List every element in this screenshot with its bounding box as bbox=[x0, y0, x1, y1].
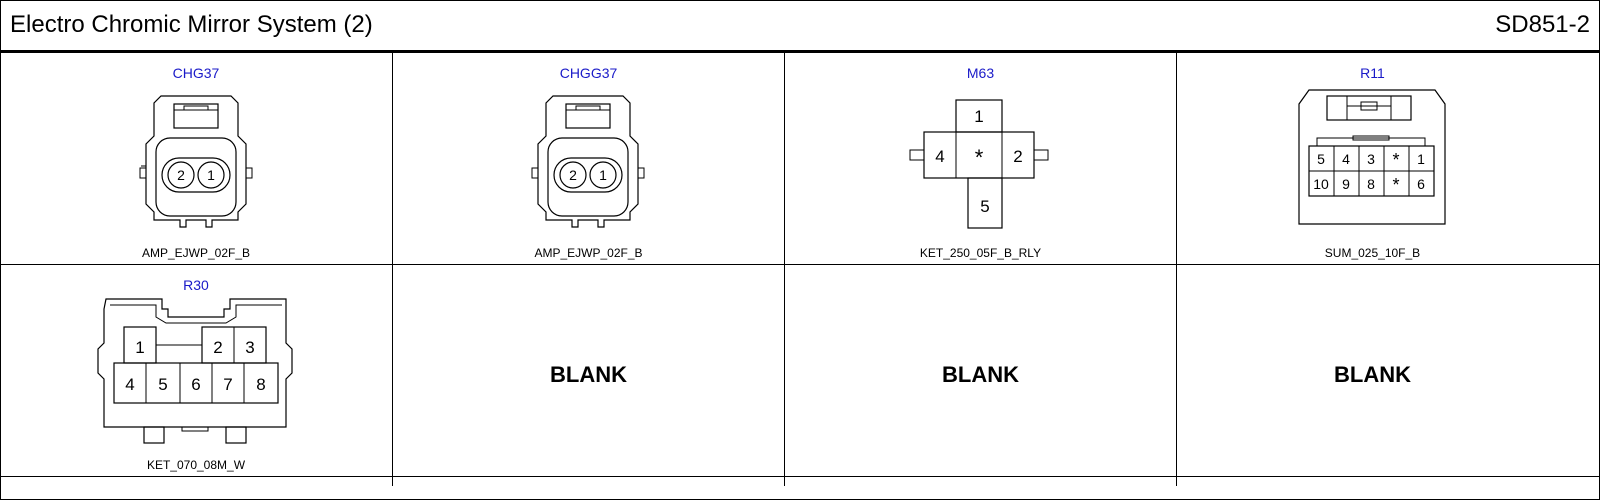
grid-divider-vertical-2 bbox=[784, 53, 785, 486]
connector-label: CHG37 bbox=[172, 65, 220, 81]
pin-label: 1 bbox=[974, 107, 983, 126]
pin-grid: 5 4 3 * 1 10 9 8 * 6 bbox=[1308, 145, 1435, 197]
pin-label: 6 bbox=[1417, 176, 1425, 192]
pin-label: * bbox=[1392, 175, 1399, 195]
connector-diagram-r11: 5 4 3 * 1 10 9 8 * 6 bbox=[1298, 89, 1446, 225]
pin-label: 10 bbox=[1313, 176, 1329, 192]
blank-cell: BLANK bbox=[785, 265, 1176, 476]
blank-cell: BLANK bbox=[393, 265, 784, 476]
grid-divider-horizontal-1 bbox=[0, 264, 1600, 265]
pin-label: 2 bbox=[1013, 147, 1022, 166]
header: Electro Chromic Mirror System (2) SD851-… bbox=[0, 0, 1600, 50]
connector-diagram-chgg37: 2 1 bbox=[531, 95, 645, 228]
pin-label: 2 bbox=[177, 167, 185, 183]
grid-divider-horizontal-2 bbox=[0, 476, 1600, 477]
pin-label: 1 bbox=[207, 167, 215, 183]
pin-label: 2 bbox=[569, 167, 577, 183]
pin-label: 5 bbox=[980, 197, 989, 216]
blank-cell: BLANK bbox=[1177, 265, 1568, 476]
blank-label: BLANK bbox=[942, 362, 1019, 387]
connector-cell-r11: R11 5 4 3 * 1 10 9 8 * 6 SUM_025_10F_B bbox=[1177, 53, 1600, 264]
connector-part-number: SUM_025_10F_B bbox=[1324, 246, 1421, 260]
connector-cell-chg37: CHG37 2 1 AMP_EJWP_02F_B bbox=[0, 53, 392, 264]
connector-cell-chgg37: CHGG37 2 1 AMP_EJWP_02F_B bbox=[393, 53, 784, 264]
pin-label: 1 bbox=[1417, 151, 1425, 167]
page-title: Electro Chromic Mirror System (2) bbox=[10, 11, 373, 38]
connector-cell-m63: M63 1 4 * 2 5 KET_250_05F_B_RLY bbox=[785, 53, 1176, 264]
pin-label: 3 bbox=[245, 338, 254, 357]
sheet-code: SD851-2 bbox=[1495, 11, 1590, 38]
connector-part-number: AMP_EJWP_02F_B bbox=[141, 246, 251, 260]
connector-label: R11 bbox=[1360, 65, 1385, 81]
connector-diagram-m63: 1 4 * 2 5 bbox=[909, 99, 1049, 229]
grid-divider-vertical-1 bbox=[392, 53, 393, 486]
pin-label: 5 bbox=[158, 375, 167, 394]
connector-diagram-r30: 1 2 3 4 5 6 7 8 bbox=[97, 298, 293, 444]
pin-label: 4 bbox=[1342, 151, 1350, 167]
pin-label: 7 bbox=[223, 375, 232, 394]
connector-label: M63 bbox=[966, 65, 995, 81]
connector-part-number: KET_250_05F_B_RLY bbox=[919, 246, 1042, 260]
blank-label: BLANK bbox=[550, 362, 627, 387]
grid-divider-vertical-3 bbox=[1176, 53, 1177, 486]
pin-label: * bbox=[1392, 150, 1399, 170]
pin-label: 3 bbox=[1367, 151, 1375, 167]
pin-label: 4 bbox=[125, 375, 134, 394]
connector-label: R30 bbox=[183, 277, 209, 293]
pin-label: 2 bbox=[213, 338, 222, 357]
blank-label: BLANK bbox=[1334, 362, 1411, 387]
pin-label: 4 bbox=[935, 147, 944, 166]
connector-part-number: AMP_EJWP_02F_B bbox=[534, 246, 643, 260]
pin-label: 1 bbox=[135, 338, 144, 357]
pin-label: 9 bbox=[1342, 176, 1350, 192]
connector-cell-r30: R30 1 2 3 4 5 6 7 8 KET_070_08M_W bbox=[0, 265, 392, 476]
pin-label: 8 bbox=[1367, 176, 1375, 192]
pin-label: 6 bbox=[191, 375, 200, 394]
connector-diagram-chg37: 2 1 bbox=[139, 95, 253, 228]
pin-label: 1 bbox=[599, 167, 607, 183]
pin-label: 8 bbox=[256, 375, 265, 394]
pin-label: 5 bbox=[1317, 151, 1325, 167]
connector-part-number: KET_070_08M_W bbox=[146, 458, 246, 472]
pin-label: * bbox=[975, 145, 984, 170]
connector-label: CHGG37 bbox=[559, 65, 618, 81]
header-divider bbox=[0, 50, 1600, 53]
